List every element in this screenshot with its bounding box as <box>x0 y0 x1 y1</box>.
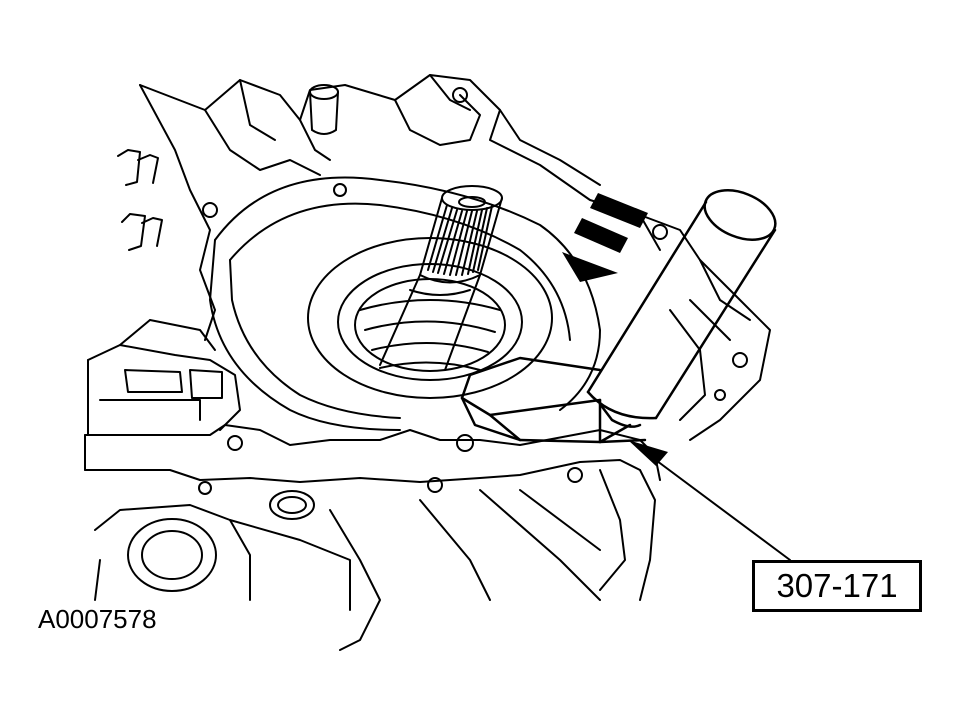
seal-installer-tool <box>460 189 777 444</box>
valve-body-side <box>87 319 241 436</box>
pump-housing <box>209 176 601 431</box>
callout-leader-line <box>644 451 791 561</box>
callout-arrowhead <box>628 440 668 466</box>
lower-case <box>94 489 601 651</box>
figure-id-label: A0007578 <box>38 604 157 634</box>
case-flange <box>84 424 661 601</box>
input-shaft <box>379 185 503 371</box>
case-brackets <box>117 149 163 251</box>
tool-number-callout: 307-171 <box>752 560 922 612</box>
transmission-case <box>139 74 771 441</box>
direction-arrow <box>562 193 648 282</box>
tool-number-label: 307-171 <box>776 567 898 604</box>
